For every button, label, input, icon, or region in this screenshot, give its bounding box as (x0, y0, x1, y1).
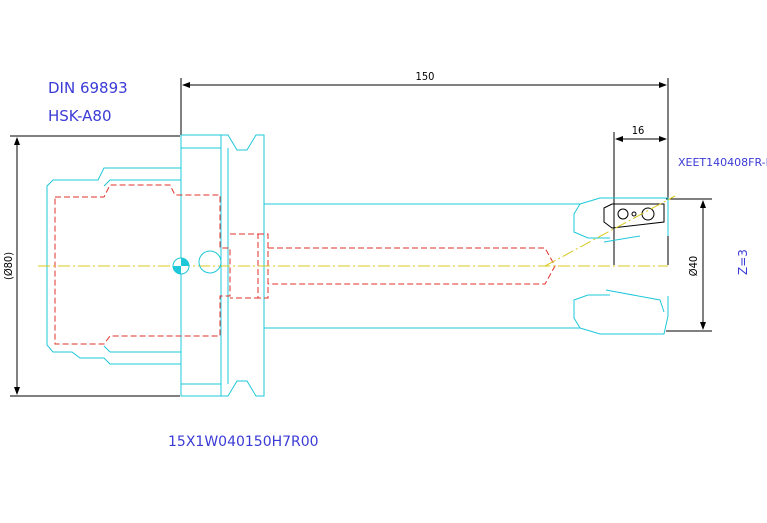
center-mark-icon (172, 250, 222, 275)
interface-label: HSK-A80 (48, 107, 112, 125)
dimension-flange-diameter (10, 135, 180, 397)
teeth-label: Z=3 (736, 249, 750, 275)
dimension-insert-width-text: 16 (632, 124, 645, 137)
hidden-lines (54, 184, 556, 345)
insert-icon (603, 203, 665, 229)
dimension-flange-diameter-text: (Ø80) (2, 252, 15, 280)
part-number-label: 15X1W040150H7R00 (168, 434, 319, 450)
dimension-cutter-diameter (666, 198, 712, 332)
standard-label: DIN 69893 (48, 79, 128, 97)
dimension-cutter-diameter-text: Ø40 (687, 256, 700, 276)
insert-label: XEET140408FR-P (678, 156, 767, 169)
centerline (38, 195, 676, 267)
dimension-overall-length (180, 78, 669, 265)
dimension-overall-length-text: 150 (416, 70, 435, 83)
